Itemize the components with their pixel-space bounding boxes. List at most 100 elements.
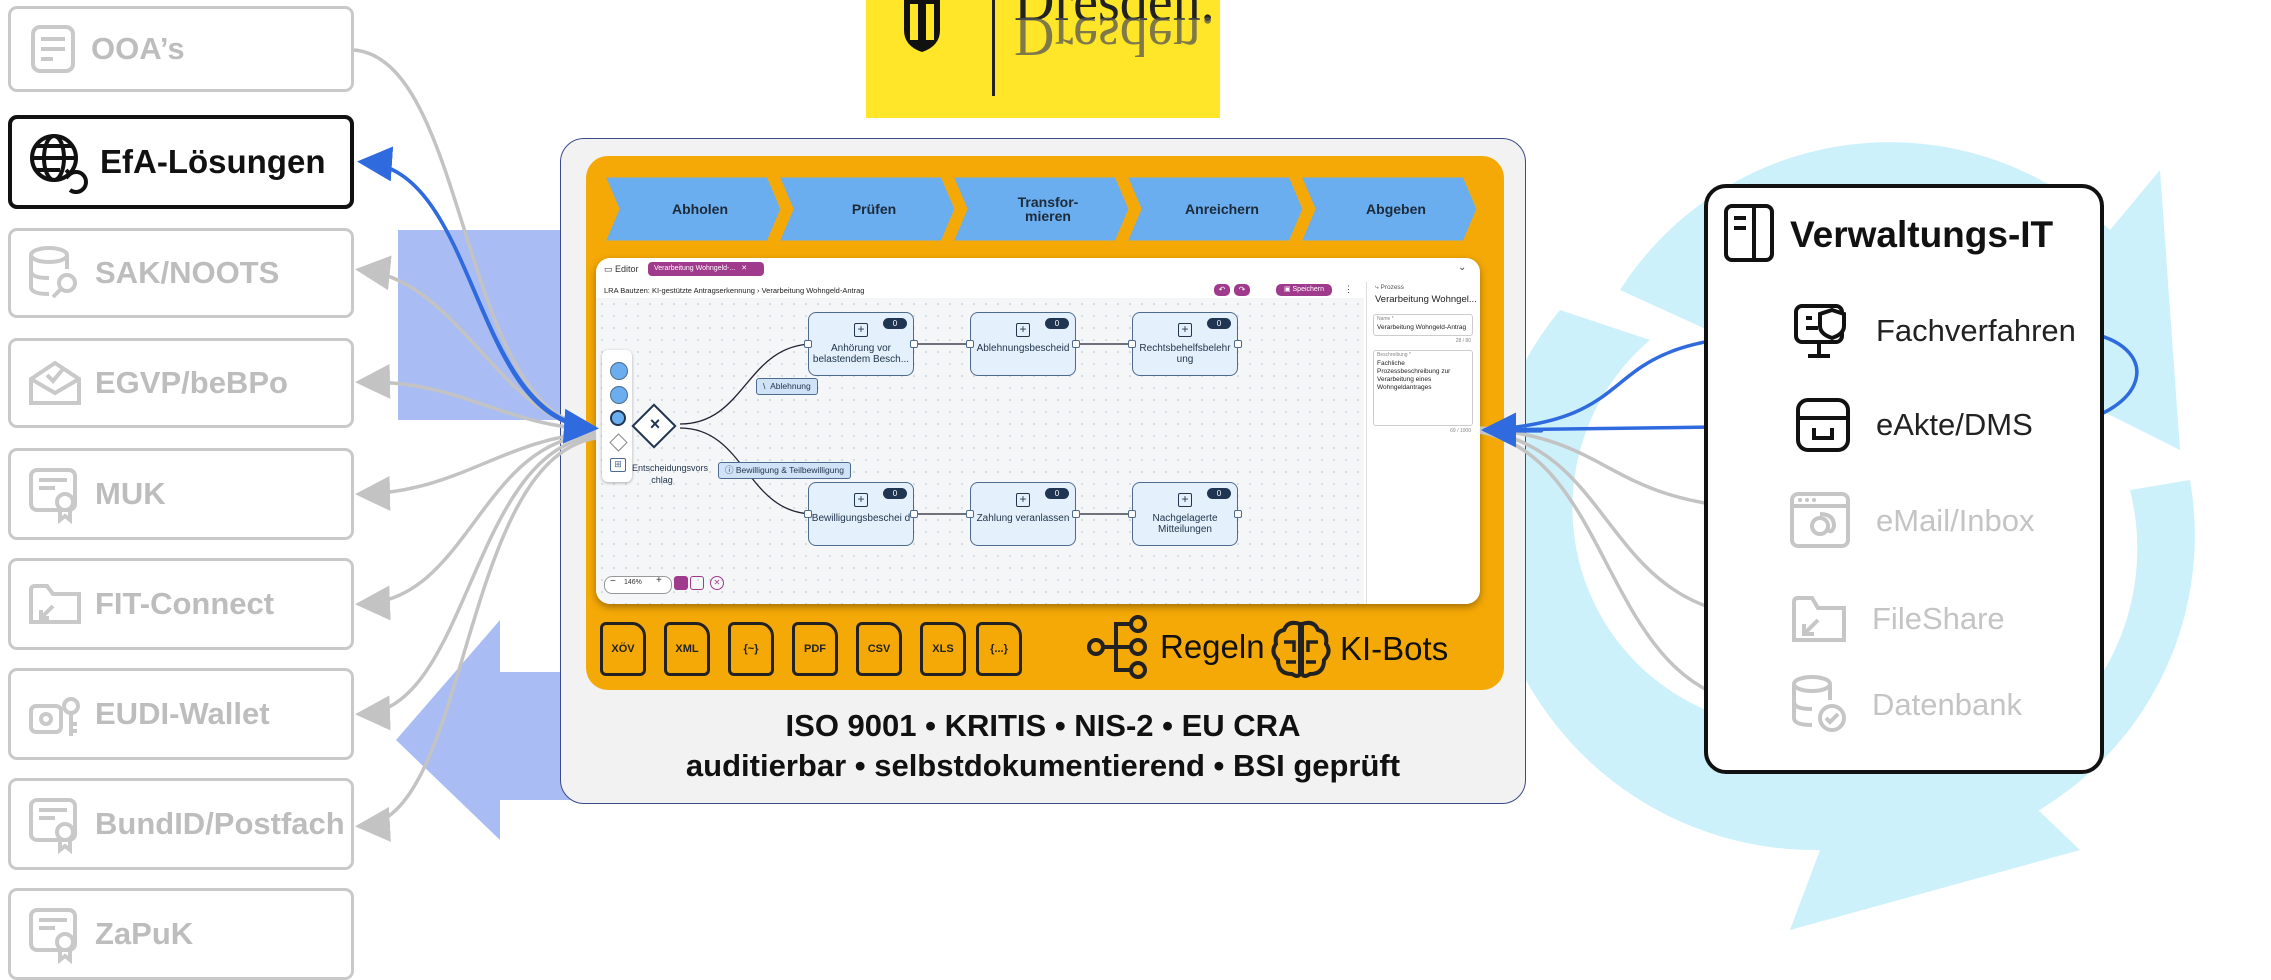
more-icon[interactable]: ⋮ (1344, 284, 1353, 294)
target-fachverfahren[interactable]: Fachverfahren (1792, 300, 2076, 362)
branch-label-ablehnung[interactable]: \ Ablehnung (756, 378, 818, 395)
count-badge: 0 (1207, 318, 1231, 329)
zoom-bar (604, 576, 672, 594)
source-eudi-wallet[interactable]: EUDI-Wallet (8, 668, 354, 760)
source-efa-loesungen[interactable]: EfA-Lösungen (8, 115, 354, 209)
start-event-tool[interactable] (610, 362, 628, 380)
globe-sync-icon (30, 134, 88, 194)
target-label: Fachverfahren (1876, 313, 2076, 348)
source-fit-connect[interactable]: FIT-Connect (8, 558, 354, 650)
target-fileshare[interactable]: FileShare (1788, 588, 2005, 650)
description-field-value: Fachliche Prozessbeschreibung zur Verarb… (1377, 360, 1451, 391)
connector-port[interactable] (966, 340, 974, 348)
folder-import-icon (29, 584, 81, 624)
target-datenbank[interactable]: Datenbank (1788, 672, 2022, 738)
logo-text: Dresden. (1014, 0, 1215, 33)
source-label: SAK/NOOTS (95, 255, 280, 290)
count-badge: 0 (1045, 318, 1069, 329)
source-egvp-bebpo[interactable]: EGVP/beBPo (8, 338, 354, 428)
document-tab[interactable]: Verarbeitung Wohngeld-... ✕ (648, 262, 764, 276)
close-icon[interactable]: ✕ (741, 265, 748, 272)
task-label: Anhörung vor belastendem Besch... (812, 343, 910, 365)
source-label: OOA’s (91, 31, 185, 66)
source-label: EUDI-Wallet (95, 696, 270, 731)
file-csv-icon: CSV (856, 622, 902, 676)
file-other-icon: {...} (976, 622, 1022, 676)
stage-transformieren (949, 174, 1132, 244)
count-badge: 0 (1045, 488, 1069, 499)
gateway-label-line: chlag (651, 475, 673, 485)
task-tool[interactable]: ⊞ (610, 458, 626, 472)
zoom-out-button[interactable]: − (610, 576, 616, 587)
stage-label: Anreichern (1185, 201, 1259, 217)
target-email-inbox[interactable]: eMail/Inbox (1788, 490, 2035, 552)
undo-button[interactable]: ↶ (1214, 284, 1230, 296)
stage-label: Transfor- mieren (1017, 194, 1079, 224)
intermediate-event-tool[interactable] (610, 386, 628, 404)
connector-port[interactable] (1234, 340, 1242, 348)
connector-port[interactable] (1128, 510, 1136, 518)
source-label: EGVP/beBPo (95, 365, 288, 400)
connector-port[interactable] (1128, 340, 1136, 348)
save-button[interactable]: ▣ Speichern (1276, 284, 1332, 296)
plus-icon: + (1016, 323, 1030, 337)
file-json-icon: {~} (728, 622, 774, 676)
envelope-check-icon (29, 360, 81, 405)
logo-divider (992, 0, 995, 96)
source-bundid-postfach[interactable]: BundID/Postfach (8, 778, 354, 870)
connector-port[interactable] (1234, 510, 1242, 518)
document-tab-label: Verarbeitung Wohngeld-... (654, 265, 736, 272)
connector-port[interactable] (804, 340, 812, 348)
count-badge: 0 (883, 318, 907, 329)
file-type-label: CSV (867, 643, 891, 655)
redo-button[interactable]: ↷ (1234, 284, 1250, 296)
file-type-label: {...} (990, 643, 1008, 655)
compliance-line-1: ISO 9001 • KRITIS • NIS-2 • EU CRA (785, 708, 1301, 743)
connector-port[interactable] (1072, 510, 1080, 518)
name-field-label: Name * (1377, 316, 1394, 322)
fit-view-button[interactable] (674, 576, 688, 590)
source-sak-noots[interactable]: SAK/NOOTS (8, 228, 354, 318)
gateway-x-icon: × (649, 414, 661, 434)
source-label: BundID/Postfach (95, 806, 345, 841)
editor-tab[interactable]: ▭ Editor (604, 264, 639, 274)
breadcrumb: LRA Bautzen: KI-gestützte Antragserkennu… (604, 286, 865, 295)
branch-label-bewilligung[interactable]: ⓘ Bewilligung & Teilbewilligung (718, 462, 851, 479)
zoom-in-button[interactable]: + (656, 575, 662, 586)
gateway-label-line: Entscheidungsvors (632, 463, 709, 473)
rules-label: Regeln (1160, 628, 1265, 665)
plus-icon: + (1178, 323, 1192, 337)
file-type-label: XÖV (611, 643, 635, 655)
connector-port[interactable] (910, 340, 918, 348)
connector-port[interactable] (910, 510, 918, 518)
source-muk[interactable]: MUK (8, 448, 354, 540)
connector-port[interactable] (966, 510, 974, 518)
dresden-logo: Dresden. Dresden. (866, 0, 1220, 118)
name-field-count: 28 / 80 (1455, 338, 1471, 344)
chevron-down-icon[interactable]: ⌄ (1458, 262, 1467, 273)
lock-button[interactable] (690, 576, 704, 590)
stage-abgeben (1297, 174, 1480, 244)
source-zapuk[interactable]: ZaPuK (8, 888, 354, 980)
wallet-icon (29, 697, 80, 736)
server-icon (1724, 204, 1774, 262)
file-xoev-icon: XÖV (600, 622, 646, 676)
ki-bots-brain-icon (1271, 620, 1331, 678)
plus-icon: + (1016, 493, 1030, 507)
connector-port[interactable] (1072, 340, 1080, 348)
target-eakte-dms[interactable]: eAkte/DMS (1792, 394, 2033, 456)
source-ooas[interactable]: OOA’s (8, 6, 354, 92)
plus-icon: + (854, 323, 868, 337)
connector-port[interactable] (804, 510, 812, 518)
name-field[interactable]: Name * Verarbeitung Wohngeld-Antrag (1373, 314, 1473, 336)
close-canvas-button[interactable]: ✕ (710, 576, 724, 590)
end-event-tool[interactable] (610, 410, 626, 426)
description-field[interactable]: Beschreibung * Fachliche Prozessbeschrei… (1373, 350, 1473, 426)
task-label: Nachgelagerte Mitteilungen (1152, 513, 1218, 535)
